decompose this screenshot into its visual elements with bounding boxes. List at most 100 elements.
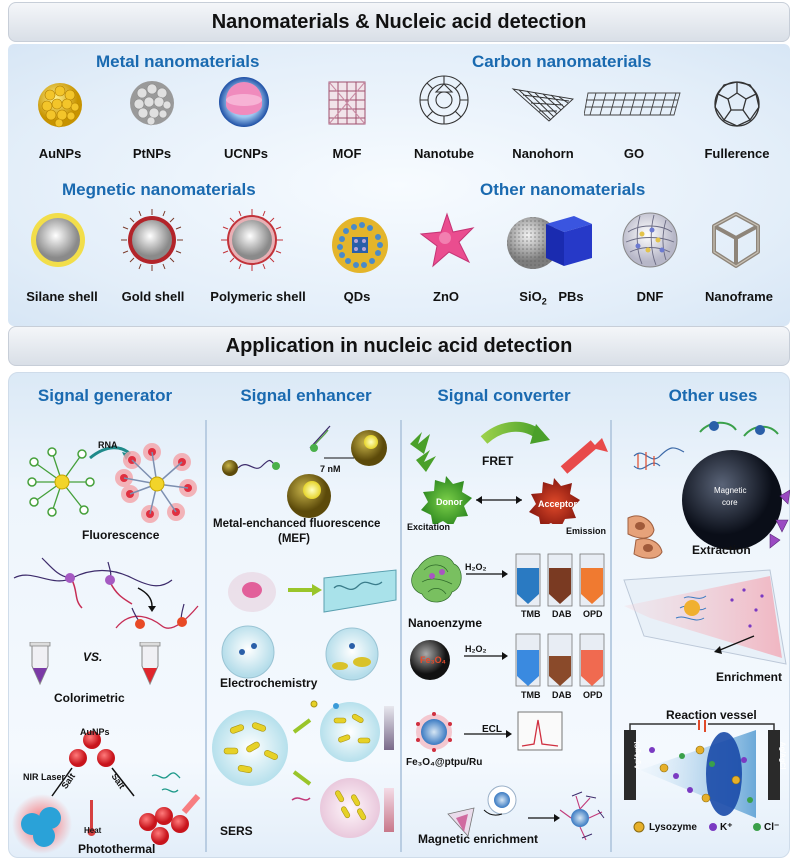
- acceptor-label: Acceptor: [538, 499, 578, 509]
- fret-label: FRET: [482, 454, 514, 468]
- label-qds: QDs: [343, 289, 371, 304]
- colorimetric-strands-diagram: [13, 557, 199, 629]
- reaction-vessel-diagram: [624, 720, 780, 818]
- tube-dab-top: DAB: [552, 609, 572, 619]
- cl-minus-label: Cl⁻: [764, 822, 780, 833]
- fullerence-icon: [714, 81, 760, 127]
- h2o2-label-bottom: H₂O₂: [465, 644, 487, 654]
- label-aunps: AuNPs: [38, 146, 82, 161]
- label-polymeric-shell: Polymeric shell: [210, 289, 306, 304]
- heat-label: Heat: [84, 826, 102, 835]
- pbs-icon: [546, 216, 592, 266]
- fluorescence-diagram: [27, 443, 197, 523]
- sers-label: SERS: [220, 824, 253, 838]
- category-magnetic: Megnetic nanomaterials: [62, 180, 256, 199]
- label-gold-shell: Gold shell: [121, 289, 185, 304]
- column-divider: [205, 420, 207, 852]
- label-sio2: SiO2: [519, 289, 547, 307]
- cl-minus-legend-icon: [753, 823, 761, 831]
- electrochemistry-label: Electrochemistry: [220, 676, 318, 690]
- k-plus-legend-icon: [709, 823, 717, 831]
- aunps-label: AuNPs: [80, 727, 110, 737]
- fe-ptpu-label: Fe₃O₄@ptpu/Ru: [406, 757, 483, 768]
- qds-icon: [332, 217, 388, 273]
- nir-laser-label: NIR Laser: [23, 772, 66, 782]
- tube-dab-bottom: DAB: [552, 690, 572, 700]
- nanoframe-icon: [712, 212, 760, 268]
- extraction-label: Extraction: [692, 543, 751, 557]
- column-signal-converter: Signal converter: [437, 386, 571, 405]
- emission-label: Emission: [566, 526, 607, 536]
- extraction-diagram: [627, 421, 790, 559]
- photothermal-label: Photothermal: [78, 842, 156, 856]
- category-metal: Metal nanomaterials: [96, 52, 260, 71]
- label-nanohorn: Nanohorn: [512, 146, 574, 161]
- column-divider: [400, 420, 402, 852]
- photothermal-diagram: [12, 731, 201, 854]
- label-pbs: PBs: [558, 289, 584, 304]
- nanoenzyme-diagram: [411, 553, 605, 607]
- h2o2-label-top: H₂O₂: [465, 562, 487, 572]
- electrochemistry-diagram: [221, 569, 397, 681]
- fret-diagram: [410, 421, 608, 524]
- ucnps-icon: [219, 77, 269, 127]
- ecl-label: ECL: [482, 724, 502, 735]
- magnetic-core-label-1: Magnetic: [714, 486, 747, 495]
- tube-opd-top: OPD: [583, 609, 603, 619]
- label-mof: MOF: [332, 146, 362, 161]
- label-zno: ZnO: [433, 289, 459, 304]
- mef-abbrev-label: (MEF): [278, 533, 310, 545]
- tube-tmb-bottom: TMB: [521, 690, 541, 700]
- column-signal-enhancer: Signal enhancer: [240, 386, 372, 405]
- nanoenzyme-label: Nanoenzyme: [408, 616, 483, 630]
- reaction-vessel-label: Reaction vessel: [666, 708, 757, 722]
- lysozyme-legend-icon: [633, 821, 645, 833]
- fe3o4-label: Fe₃O₄: [420, 655, 446, 665]
- vs-label: VS.: [83, 650, 103, 664]
- ecl-magnetic-diagram: [416, 711, 605, 841]
- tube-opd-bottom: OPD: [583, 690, 603, 700]
- label-go: GO: [623, 146, 645, 161]
- polymeric-shell-icon: [221, 209, 283, 271]
- fluorescence-label: Fluorescence: [82, 528, 160, 542]
- red-tube-icon: [139, 642, 161, 686]
- enrichment-diagram: [623, 569, 787, 665]
- donor-label: Donor: [436, 497, 463, 507]
- seven-nm-label: 7 nM: [320, 464, 341, 474]
- category-other: Other nanomaterials: [480, 180, 646, 199]
- label-fullerence: Fullerence: [704, 146, 770, 161]
- electrode-left-label: Ag/AgCl: [634, 741, 642, 770]
- label-nanotube: Nanotube: [414, 146, 474, 161]
- mef-diagram: [222, 425, 387, 518]
- column-divider: [610, 420, 612, 852]
- label-dnf: DNF: [636, 289, 664, 304]
- gold-shell-icon: [121, 209, 183, 271]
- silane-shell-icon: [31, 213, 85, 267]
- magnetic-enrichment-label: Magnetic enrichment: [418, 832, 539, 846]
- top-title: Nanomaterials & Nucleic acid detection: [8, 2, 790, 42]
- label-silane-shell: Silane shell: [26, 289, 98, 304]
- label-ucnps: UCNPs: [223, 146, 269, 161]
- ptnps-icon: [130, 81, 174, 126]
- tube-tmb-top: TMB: [521, 609, 541, 619]
- mef-label: Metal-enchanced fluorescence: [213, 518, 381, 530]
- category-carbon: Carbon nanomaterials: [472, 52, 652, 71]
- k-plus-label: K⁺: [720, 822, 733, 833]
- nanohorn-icon: [511, 88, 574, 122]
- aunps-icon: [38, 83, 82, 128]
- zno-icon: [419, 212, 475, 268]
- column-signal-generator: Signal generator: [37, 386, 173, 405]
- mof-icon: [328, 81, 366, 125]
- fe3o4-peroxidase-diagram: [410, 633, 605, 687]
- magnetic-core-label-2: core: [722, 498, 738, 507]
- go-icon: [584, 92, 681, 116]
- nanotube-icon: [419, 75, 469, 125]
- enrichment-label: Enrichment: [716, 670, 783, 684]
- column-other-uses: Other uses: [668, 386, 758, 405]
- lysozyme-label: Lysozyme: [649, 822, 697, 833]
- label-nanoframe: Nanoframe: [705, 289, 773, 304]
- excitation-label: Excitation: [407, 522, 451, 532]
- rna-label: RNA: [98, 440, 118, 450]
- label-ptnps: PtNPs: [132, 146, 172, 161]
- purple-tube-icon: [29, 642, 51, 686]
